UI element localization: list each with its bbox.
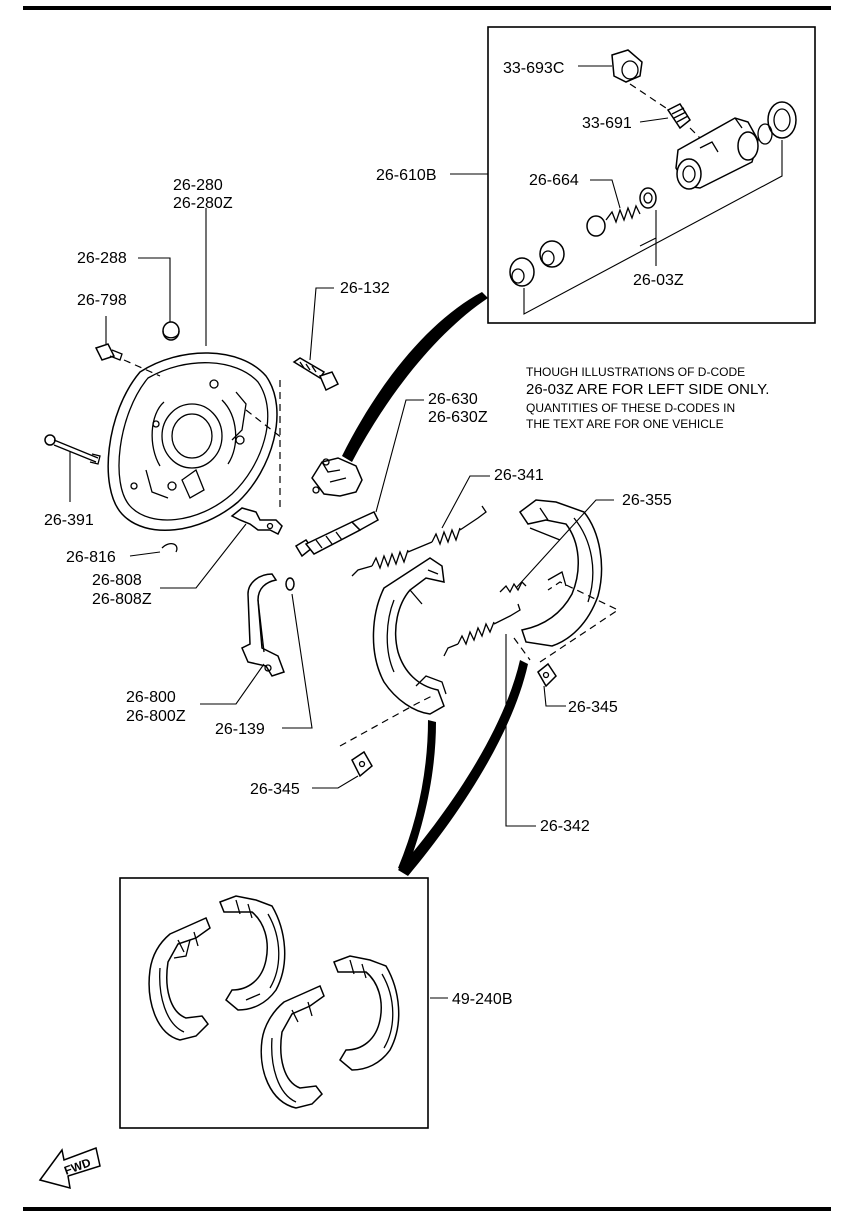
grommet-plug-part <box>162 321 180 341</box>
label-26-342: 26-342 <box>540 818 590 835</box>
bleeder-screw-part <box>666 103 691 130</box>
shoe-set-shoe-1 <box>148 916 211 1041</box>
brake-shoe-right-part <box>518 499 603 647</box>
brake-shoe-left-part <box>372 557 447 715</box>
top-rule <box>23 6 831 10</box>
label-26-800: 26-800 <box>126 689 176 706</box>
label-26-345-left: 26-345 <box>250 781 300 798</box>
adjuster-spring-part <box>499 580 527 594</box>
parking-brake-lever-part <box>241 573 285 677</box>
label-26-139: 26-139 <box>215 721 265 738</box>
label-26-798: 26-798 <box>77 292 127 309</box>
label-26-03z: 26-03Z <box>633 272 684 289</box>
callout-arc-upper <box>342 292 488 462</box>
cylinder-spring-part <box>586 187 657 237</box>
label-26-630z: 26-630Z <box>428 409 488 426</box>
label-26-280: 26-280 <box>173 177 223 194</box>
note-line-1: THOUGH ILLUSTRATIONS OF D-CODE <box>526 365 745 379</box>
strut-clip-part <box>230 507 283 536</box>
backing-plate-part <box>107 352 278 532</box>
label-26-391: 26-391 <box>44 512 94 529</box>
c-clip-part <box>285 577 295 591</box>
label-26-664: 26-664 <box>529 172 579 189</box>
label-26-341: 26-341 <box>494 467 544 484</box>
shoe-set-shoe-2 <box>219 895 286 1011</box>
label-33-691: 33-691 <box>582 115 632 132</box>
lower-return-spring-part <box>443 603 521 657</box>
wheel-cylinder-body-part <box>675 117 759 190</box>
label-26-808: 26-808 <box>92 572 142 589</box>
leader-lines <box>69 208 614 999</box>
wheel-cylinder-assembly-part <box>311 457 363 497</box>
brake-shoe-set-inset <box>119 877 429 1129</box>
upper-return-spring-part <box>351 505 487 577</box>
boot-ring-part <box>757 101 797 145</box>
retainer-clip-right-part <box>537 662 557 688</box>
dust-cap-part <box>611 49 643 83</box>
adjuster-bolt-part <box>279 357 340 512</box>
label-26-345-right: 26-345 <box>568 699 618 716</box>
lever-spring-clip-part <box>161 542 178 553</box>
note-line-4: THE TEXT ARE FOR ONE VEHICLE <box>526 417 724 431</box>
label-33-693c: 33-693C <box>503 60 564 77</box>
label-26-610b: 26-610B <box>376 167 437 184</box>
shoe-set-shoe-3 <box>260 984 325 1109</box>
label-26-280z: 26-280Z <box>173 195 233 212</box>
wheel-cylinder-inset <box>450 26 816 324</box>
label-26-630: 26-630 <box>428 391 478 408</box>
label-26-808z: 26-808Z <box>92 591 152 608</box>
hold-down-pin-part <box>44 434 101 465</box>
forward-arrow-icon: FWD <box>38 1146 101 1190</box>
label-49-240b: 49-240B <box>452 991 513 1008</box>
retainer-clip-left-part <box>351 750 373 778</box>
note-line-3: QUANTITIES OF THESE D-CODES IN <box>526 401 735 415</box>
note-line-2: 26-03Z ARE FOR LEFT SIDE ONLY. <box>526 381 769 398</box>
shoe-set-shoe-4 <box>333 955 400 1071</box>
part-labels: 33-693C 33-691 26-610B 26-664 26-03Z 26-… <box>44 60 684 1008</box>
label-26-355: 26-355 <box>622 492 672 509</box>
label-26-288: 26-288 <box>77 250 127 267</box>
adjuster-strut-part <box>294 511 379 558</box>
callout-arc-lower-right <box>398 660 528 876</box>
mounting-bolt-part <box>94 343 161 377</box>
label-26-800z: 26-800Z <box>126 708 186 725</box>
bottom-rule <box>23 1207 831 1211</box>
left-side-note: THOUGH ILLUSTRATIONS OF D-CODE 26-03Z AR… <box>526 365 769 431</box>
callout-arc-lower-left <box>398 720 436 872</box>
label-26-132: 26-132 <box>340 280 390 297</box>
piston-cup-part <box>509 240 565 287</box>
label-26-816: 26-816 <box>66 549 116 566</box>
